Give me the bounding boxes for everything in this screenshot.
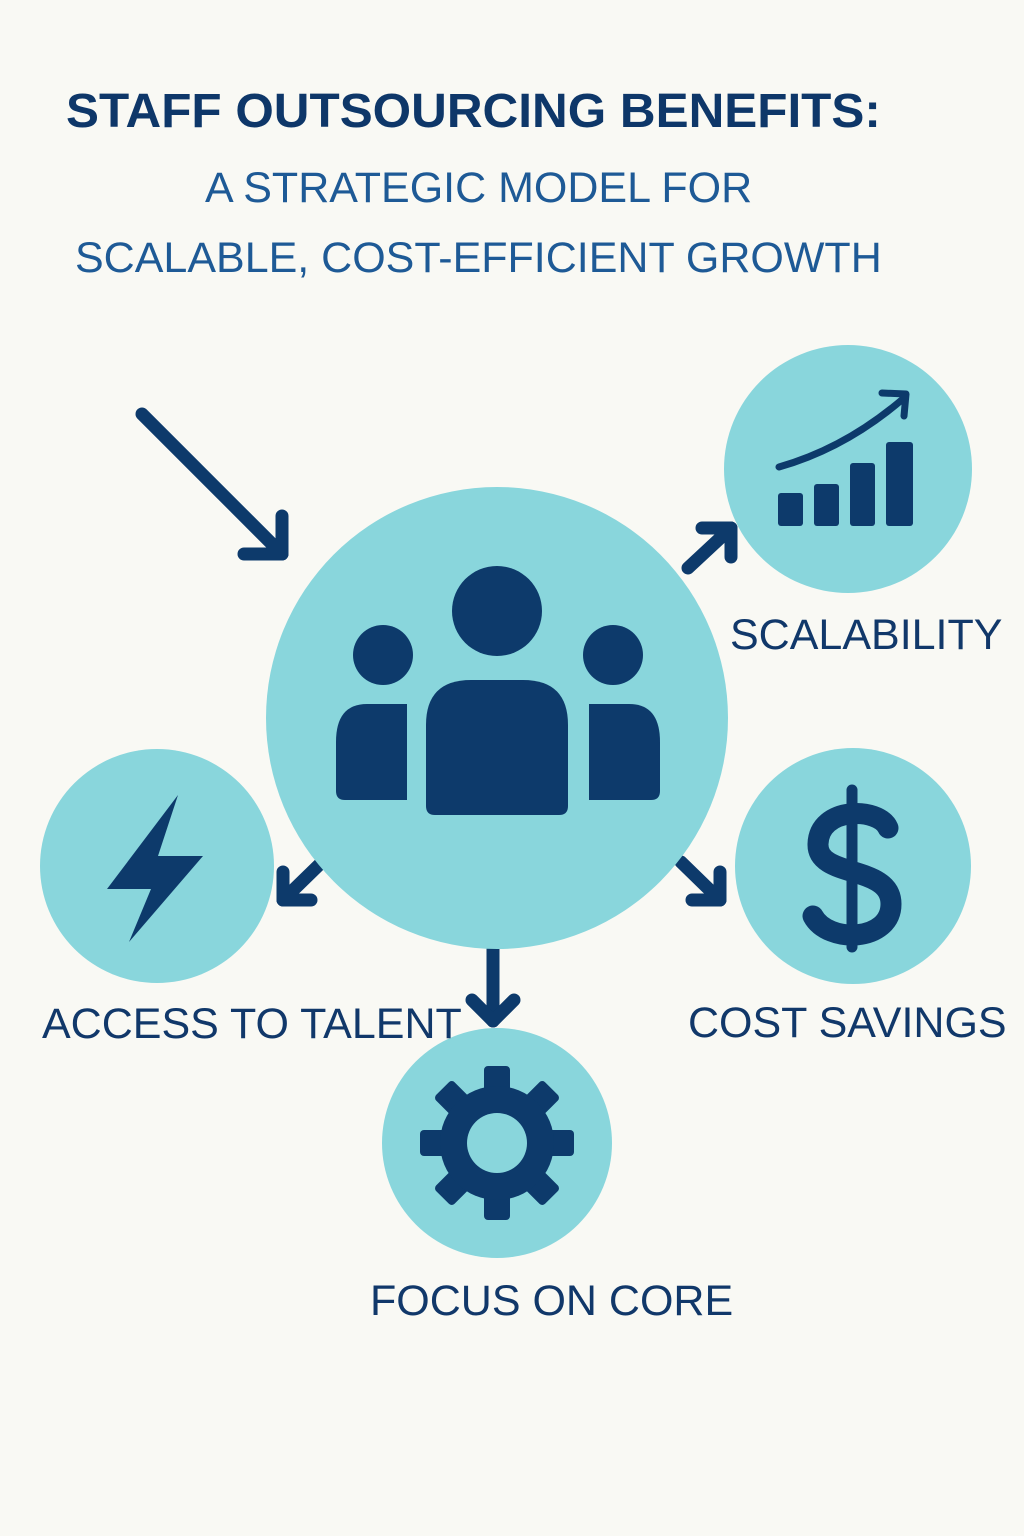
team-icon bbox=[336, 566, 660, 815]
incoming-arrow bbox=[135, 407, 289, 561]
gear-icon bbox=[420, 1066, 574, 1220]
scalability-label: SCALABILITY bbox=[730, 611, 1003, 659]
access-to-talent-label: ACCESS TO TALENT bbox=[42, 1000, 462, 1048]
arrow-to-scalability bbox=[681, 521, 738, 575]
focus-on-core-label: FOCUS ON CORE bbox=[370, 1277, 734, 1325]
lightning-icon bbox=[107, 795, 203, 942]
scalability-circle bbox=[724, 345, 972, 593]
cost-savings-label: COST SAVINGS bbox=[688, 999, 1007, 1047]
arrow-to-focus-core bbox=[465, 934, 521, 1028]
dollar-sign-icon bbox=[802, 784, 902, 953]
arrow-to-cost-savings bbox=[674, 855, 727, 907]
connector-arrows bbox=[135, 407, 738, 1028]
subtitle-line-1: A STRATEGIC MODEL FOR bbox=[205, 164, 753, 212]
page-title: STAFF OUTSOURCING BENEFITS: bbox=[66, 85, 881, 138]
arrow-to-access-talent bbox=[276, 855, 329, 907]
growth-chart-icon bbox=[775, 389, 913, 526]
subtitle-line-2: SCALABLE, COST-EFFICIENT GROWTH bbox=[75, 234, 882, 282]
